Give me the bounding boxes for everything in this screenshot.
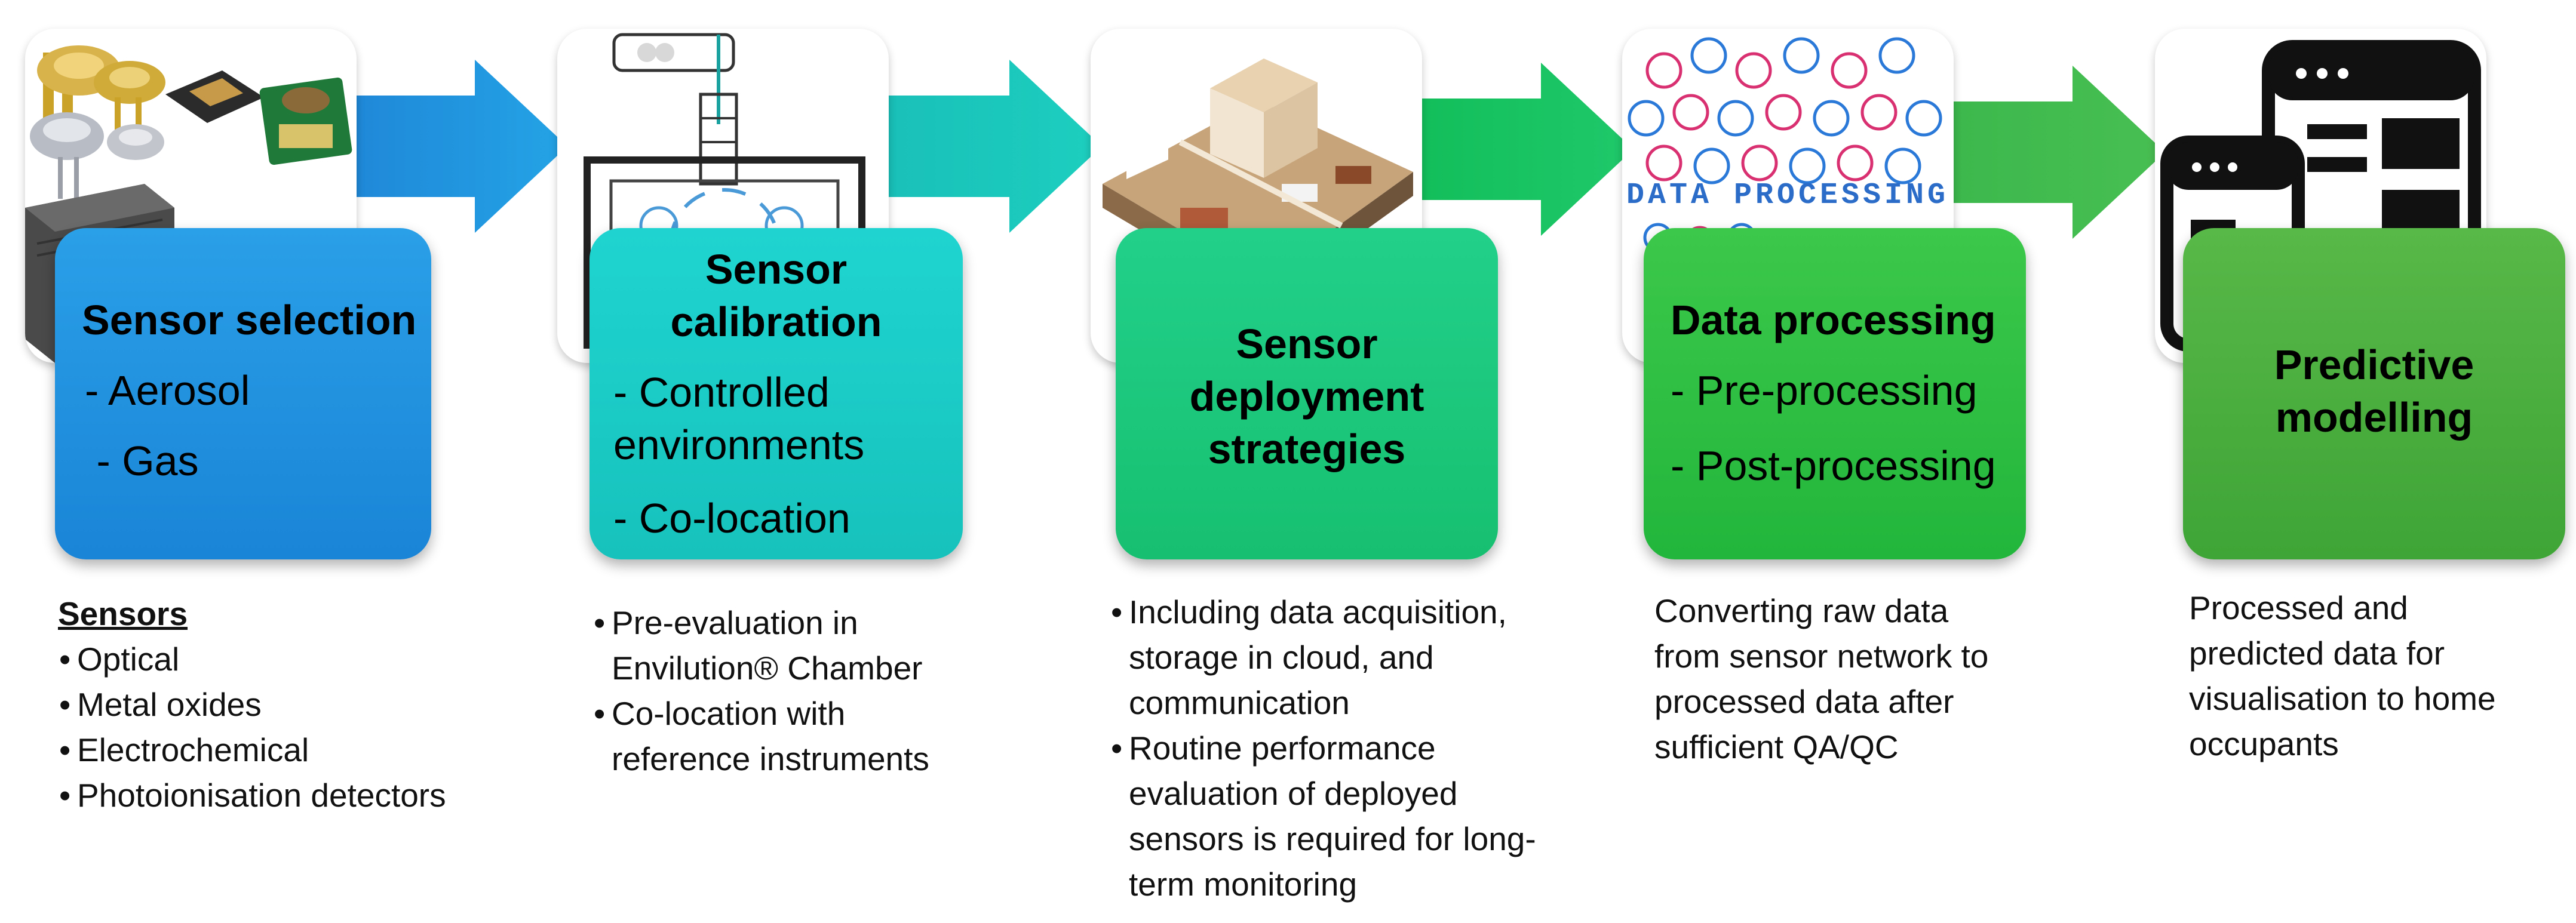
step-item: - Gas bbox=[85, 438, 199, 484]
step-item: - Co-location bbox=[613, 495, 851, 542]
step-box-sensor-calibration: Sensor calibration - Controlled environm… bbox=[589, 228, 963, 559]
description-line: Processed and bbox=[2189, 589, 2408, 626]
step-title: Sensor selection bbox=[82, 297, 417, 343]
step-title: deployment bbox=[1189, 373, 1424, 420]
step-box-data-processing: Data processing - Pre-processing - Post-… bbox=[1644, 228, 2026, 559]
description-bullet: Pre-evaluation in Envilution® Chamber bbox=[592, 600, 1034, 691]
step-title: strategies bbox=[1208, 426, 1406, 472]
description-line: term monitoring bbox=[1129, 866, 1358, 903]
gas-sensor-icon bbox=[94, 61, 165, 139]
description-bullet: Electrochemical bbox=[58, 727, 536, 773]
sensor-module-icon bbox=[165, 70, 264, 123]
step-title: calibration bbox=[670, 299, 882, 345]
description-bullet: Optical bbox=[58, 636, 536, 682]
step-item: - Controlled bbox=[613, 369, 830, 416]
gas-sensor-icon bbox=[30, 112, 104, 199]
step-description-sensor-selection: Sensors Optical Metal oxides Electrochem… bbox=[58, 591, 536, 818]
arrow-2-icon bbox=[887, 60, 1102, 233]
description-line: Converting raw data bbox=[1654, 592, 1949, 629]
step-title: Sensor bbox=[705, 246, 848, 293]
description-bullet: Photoionisation detectors bbox=[58, 773, 536, 818]
step-title: Data processing bbox=[1671, 297, 1996, 343]
description-bullet: Metal oxides bbox=[58, 682, 536, 727]
step-box-sensor-selection: Sensor selection - Aerosol - Gas bbox=[55, 228, 431, 559]
pcb-board-icon bbox=[259, 77, 352, 165]
description-line: Envilution® Chamber bbox=[612, 650, 923, 687]
description-bullet: Including data acquisition, storage in c… bbox=[1110, 589, 1576, 725]
arrow-3-icon bbox=[1419, 63, 1634, 236]
step-title: Predictive bbox=[2274, 341, 2474, 388]
description-line: sufficient QA/QC bbox=[1654, 728, 1899, 765]
description-bullet: Co-location with reference instruments bbox=[592, 691, 1034, 782]
description-line: from sensor network to bbox=[1654, 638, 1989, 675]
step-item: - Pre-processing bbox=[1671, 367, 1978, 414]
description-line: Pre-evaluation in bbox=[612, 604, 858, 641]
description-line: predicted data for bbox=[2189, 635, 2445, 672]
arrow-4-icon bbox=[1950, 66, 2165, 239]
description-line: communication bbox=[1129, 684, 1350, 721]
data-processing-caption: DATA PROCESSING bbox=[1626, 179, 1949, 213]
step-description-predictive-modelling: Processed and predicted data for visuali… bbox=[2189, 585, 2571, 767]
step-title: Sensor bbox=[1236, 321, 1378, 367]
step-item: - Post-processing bbox=[1671, 442, 1996, 489]
step-box-predictive-modelling: Predictive modelling bbox=[2183, 228, 2565, 559]
step-title: modelling bbox=[2275, 394, 2473, 441]
description-line: processed data after bbox=[1654, 683, 1954, 720]
description-heading: Sensors bbox=[58, 595, 188, 632]
description-bullet: Routine performance evaluation of deploy… bbox=[1110, 725, 1576, 907]
step-description-sensor-deployment: Including data acquisition, storage in c… bbox=[1110, 589, 1576, 907]
description-line: visualisation to home bbox=[2189, 680, 2496, 717]
description-line: evaluation of deployed bbox=[1129, 775, 1458, 812]
description-line: Co-location with bbox=[612, 695, 846, 732]
step-description-sensor-calibration: Pre-evaluation in Envilution® Chamber Co… bbox=[592, 600, 1034, 782]
description-line: sensors is required for long- bbox=[1129, 820, 1536, 857]
description-line: Routine performance bbox=[1129, 730, 1436, 767]
arrow-1-icon bbox=[352, 60, 567, 233]
description-line: reference instruments bbox=[612, 740, 929, 777]
gas-sensor-icon bbox=[107, 124, 164, 160]
step-item: - Aerosol bbox=[85, 367, 250, 414]
description-line: storage in cloud, and bbox=[1129, 639, 1434, 676]
step-description-data-processing: Converting raw data from sensor network … bbox=[1654, 588, 2073, 770]
description-line: occupants bbox=[2189, 725, 2339, 762]
step-item: environments bbox=[613, 421, 865, 468]
description-line: Including data acquisition, bbox=[1129, 593, 1507, 630]
step-box-sensor-deployment: Sensor deployment strategies bbox=[1116, 228, 1498, 559]
